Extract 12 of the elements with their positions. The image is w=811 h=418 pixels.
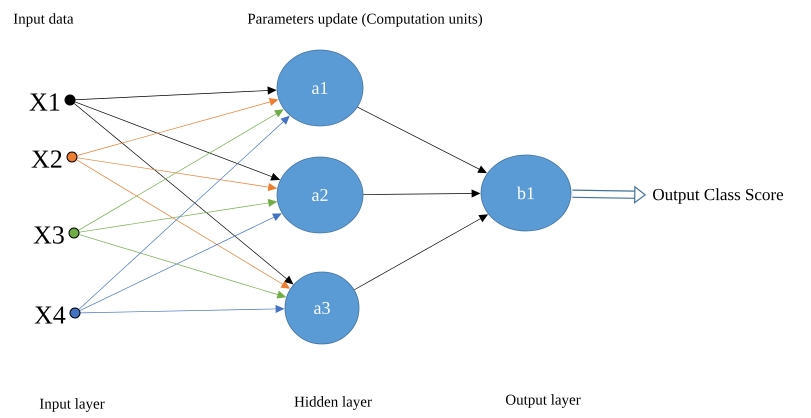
arrow: [74, 103, 294, 284]
arrow: [78, 116, 290, 310]
layer-label: Parameters update (Computation units): [248, 13, 482, 27]
input-label: X3: [34, 226, 64, 244]
output-text: Output Class Score: [653, 188, 784, 204]
layer-label: Hidden layer: [294, 396, 372, 410]
input-label: X1: [30, 93, 60, 111]
layer-label: Output layer: [506, 394, 581, 408]
input-label: X4: [34, 306, 66, 324]
input-label: X2: [32, 150, 62, 168]
layer-label: Input layer: [40, 398, 105, 412]
layer-label: Input data: [14, 13, 74, 27]
